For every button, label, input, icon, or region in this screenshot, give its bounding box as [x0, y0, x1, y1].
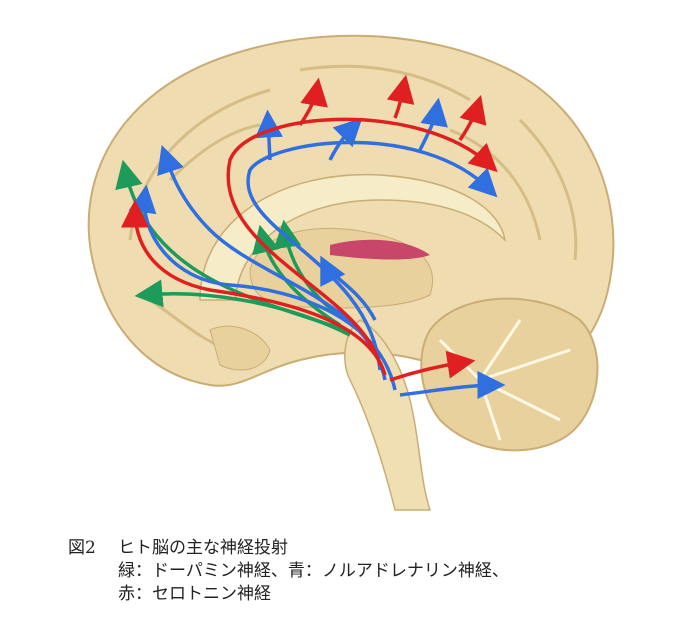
brainstem	[209, 319, 432, 511]
figure-title: ヒト脳の主な神経投射	[118, 538, 288, 558]
legend-line-1: 緑：ドーパミン神経、青：ノルアドレナリン神経、	[118, 561, 509, 581]
figure-number: 図2	[68, 538, 96, 558]
brain-projection-diagram	[87, 34, 615, 511]
cerebellum	[420, 297, 599, 452]
legend-line-2: 赤：セロトニン神経	[118, 584, 271, 604]
corpus-callosum	[199, 173, 507, 301]
serotonin-projections	[121, 74, 498, 382]
